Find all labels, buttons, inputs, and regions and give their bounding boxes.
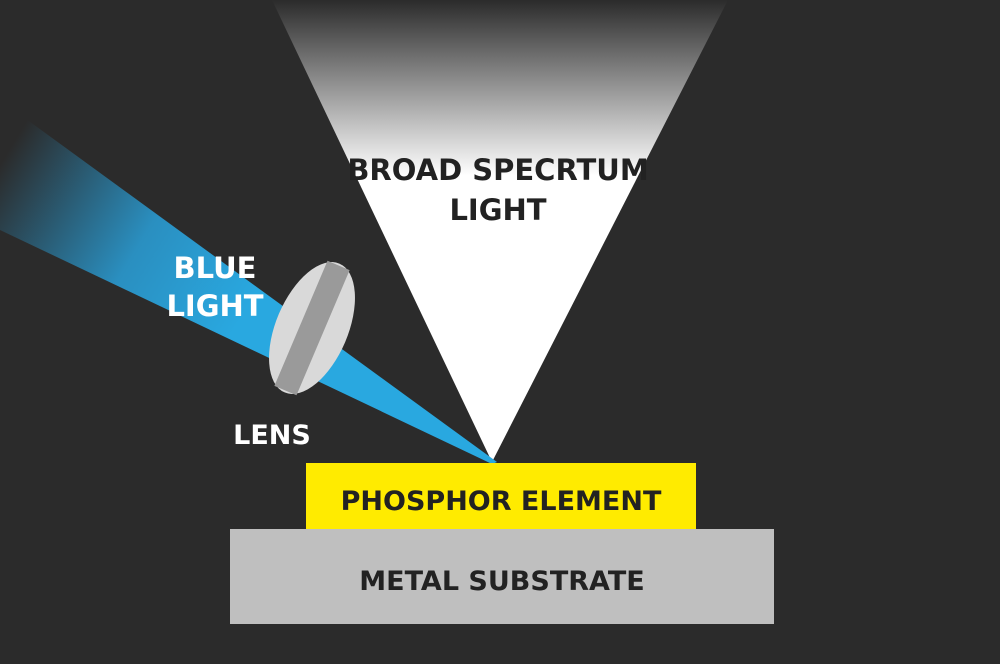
broad-spectrum-label-line1: BROAD SPECRTUM	[347, 153, 648, 187]
broad-spectrum-light-beam	[272, 0, 728, 462]
metal-substrate-label: METAL SUBSTRATE	[359, 566, 644, 597]
broad-spectrum-label-line2: LIGHT	[449, 193, 546, 227]
lens-label: LENS	[233, 420, 311, 451]
metal-substrate	[230, 529, 774, 624]
blue-light-label-line2: LIGHT	[166, 289, 263, 323]
blue-light-beam	[0, 100, 497, 464]
phosphor-element-label: PHOSPHOR ELEMENT	[341, 486, 662, 517]
phosphor-element	[306, 463, 696, 529]
lens	[269, 260, 355, 396]
blue-light-label-line1: BLUE	[174, 251, 257, 285]
lens-center-band	[274, 260, 350, 396]
